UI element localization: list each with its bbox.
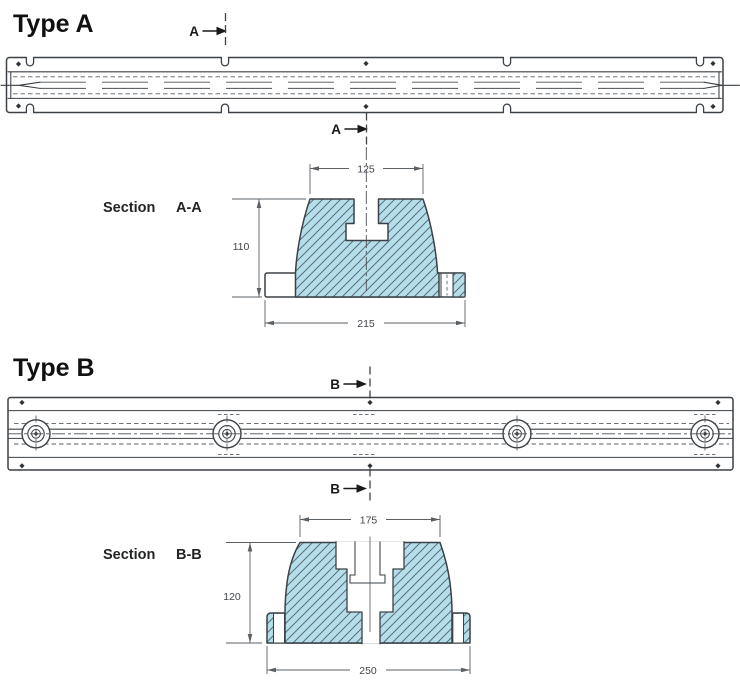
section-cut-marker-a-bottom: A <box>331 112 368 146</box>
type-b-plan-view <box>7 396 734 471</box>
rail-a-groove-lines <box>40 81 704 89</box>
cut-letter-b-bottom: B <box>330 482 340 497</box>
dim-label-bb-height: 120 <box>223 591 241 603</box>
dim-bb-base-width: 250 <box>266 646 471 677</box>
section-bb-label-prefix: Section <box>103 547 155 563</box>
section-aa-bolt-slot <box>441 274 453 296</box>
section-cut-marker-b-bottom: B <box>330 468 371 503</box>
rail-b-inner-lines <box>7 410 734 458</box>
rail-a-dash-rows <box>13 76 717 95</box>
section-aa-body <box>294 198 440 298</box>
dim-bb-top-width: 175 <box>299 515 441 537</box>
cut-letter-a-top: A <box>189 24 199 39</box>
section-bb-right-bolt-slot <box>452 614 464 643</box>
rail-a-notches <box>25 55 705 115</box>
dim-label-aa-base-width: 215 <box>357 318 375 330</box>
cut-letter-a-bottom: A <box>331 122 341 137</box>
section-aa-view: Section A-A 125 110 215 <box>103 147 466 330</box>
rail-a-inner-lines <box>7 71 723 99</box>
section-bb-view: Section B-B 175 120 <box>103 515 471 677</box>
dim-label-bb-base-width: 250 <box>359 665 377 677</box>
dim-aa-height: 110 <box>232 198 306 298</box>
section-cut-marker-a-top: A <box>189 13 227 49</box>
rail-b-hole-dots <box>19 399 721 469</box>
dim-aa-top-width: 125 <box>309 164 424 194</box>
dim-label-aa-height: 110 <box>233 241 250 253</box>
dim-label-bb-top-width: 175 <box>360 515 378 527</box>
section-aa-label-name: A-A <box>176 200 202 216</box>
section-bb-left-bolt-slot <box>273 614 285 643</box>
section-aa-right-flange-hatch <box>452 272 466 298</box>
section-bb-t-plug <box>349 541 386 584</box>
rail-b-dash-rows <box>14 423 729 445</box>
cut-letter-b-top: B <box>330 377 340 392</box>
section-arrow-icon <box>357 124 368 134</box>
rail-a-left-taper <box>0 81 41 89</box>
dim-label-aa-top-width: 125 <box>357 164 375 176</box>
section-arrow-icon <box>356 484 367 493</box>
section-cut-marker-b-top: B <box>330 366 371 401</box>
type-b-title: Type B <box>13 354 95 382</box>
rail-b-boss-crosshairs <box>35 415 706 452</box>
section-arrow-icon <box>216 26 227 36</box>
section-aa-label-prefix: Section <box>103 200 155 216</box>
rail-a-hole-dots <box>15 60 716 110</box>
dim-aa-base-width: 215 <box>264 300 466 330</box>
type-a-plan-view <box>0 55 740 115</box>
dim-bb-height: 120 <box>223 542 296 644</box>
rail-a-right-taper <box>703 81 740 89</box>
section-arrow-icon <box>356 379 367 389</box>
rail-b-rib-lines <box>7 428 734 439</box>
type-a-title: Type A <box>13 10 94 38</box>
section-bb-label-name: B-B <box>176 547 202 563</box>
